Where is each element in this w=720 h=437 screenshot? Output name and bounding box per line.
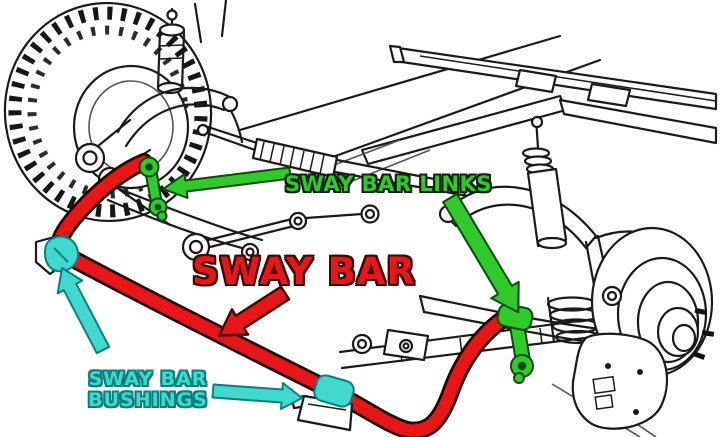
sway-bar-links-label: SWAY BAR LINKS xyxy=(285,172,493,196)
sway-bar-highlight xyxy=(50,153,512,437)
cyan-arrow-left xyxy=(56,267,111,355)
sway-bar-bushing-left xyxy=(34,234,80,276)
sway-bar-label: SWAY BAR xyxy=(192,250,416,293)
sway-bar-bushings-label: SWAY BAR BUSHINGS xyxy=(84,369,212,411)
green-arrow-right xyxy=(442,192,520,314)
steering-rack xyxy=(196,123,478,200)
red-arrow xyxy=(217,285,291,337)
cyan-arrow-center xyxy=(211,382,303,410)
frame-rails xyxy=(238,34,718,187)
brake-caliper xyxy=(571,332,668,430)
sway-bar-bushings-label-line2: BUSHINGS xyxy=(88,389,208,411)
sway-bar-bushings-label-line1: SWAY BAR xyxy=(88,368,208,390)
green-arrow-left xyxy=(162,166,292,199)
sway-bar-link-right xyxy=(496,303,534,384)
sway-bar-link-left xyxy=(138,156,168,222)
